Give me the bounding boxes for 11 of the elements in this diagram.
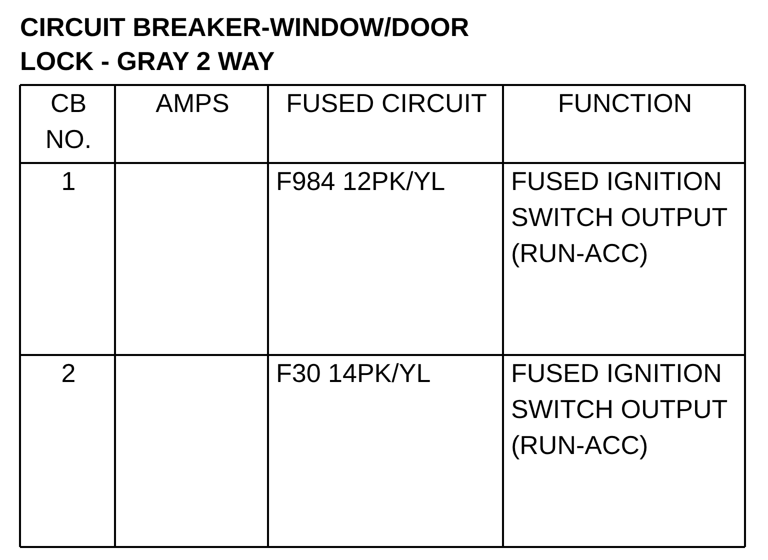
column-header: FUNCTION [556,87,694,120]
row-number: 1 [60,165,77,198]
title: CIRCUIT BREAKER-WINDOW/DOOR LOCK - GRAY 2 WAY [20,11,470,78]
column-header: AMPS [154,87,230,120]
row-number: 2 [60,357,77,390]
function-description: FUSED IGNITION SWITCH OUTPUT (RUN-ACC) [511,165,728,270]
circuit-code: F30 14PK/YL [276,357,432,390]
column-header: CB NO. [44,87,93,156]
circuit-code: F984 12PK/YL [276,165,446,198]
column-header: FUSED CIRCUIT [285,87,488,120]
function-description: FUSED IGNITION SWITCH OUTPUT (RUN-ACC) [511,357,728,462]
